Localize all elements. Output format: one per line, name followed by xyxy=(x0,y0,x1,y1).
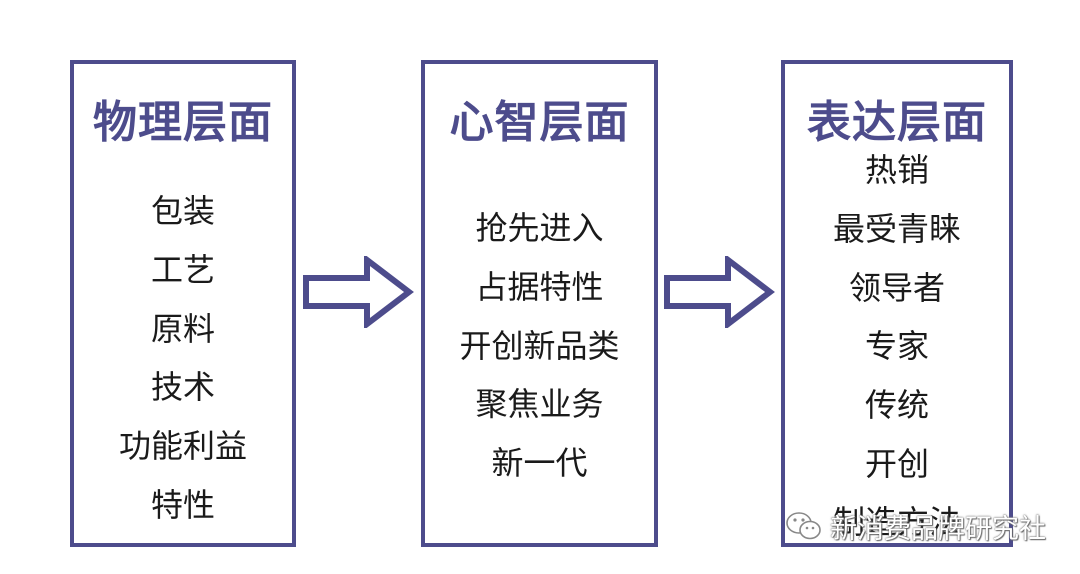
list-item: 技术 xyxy=(150,368,215,406)
list-item: 包装 xyxy=(150,192,215,230)
wechat-icon xyxy=(786,512,821,540)
list-item: 领导者 xyxy=(848,269,945,307)
panel-physical-level: 物理层面 包装 工艺 原料 技术 功能利益 特性 xyxy=(70,60,296,547)
panel-title-mental: 心智层面 xyxy=(449,97,630,148)
list-item: 传统 xyxy=(864,386,929,424)
watermark: 新消费品牌研究社 xyxy=(784,506,1046,546)
list-item: 占据特性 xyxy=(475,268,604,306)
right-arrow-icon xyxy=(303,256,414,328)
list-item: 最受青睐 xyxy=(832,210,961,248)
list-item: 开创 xyxy=(864,445,929,483)
list-item: 功能利益 xyxy=(118,427,247,465)
watermark-text: 新消费品牌研究社 xyxy=(830,513,1046,545)
panel-title-expression: 表达层面 xyxy=(807,97,987,148)
right-arrow-icon xyxy=(664,256,775,328)
list-item: 原料 xyxy=(150,310,215,348)
list-item: 开创新品类 xyxy=(459,327,620,365)
panel-mental-level: 心智层面 抢先进入 占据特性 开创新品类 聚焦业务 新一代 xyxy=(421,60,658,547)
panel-title-physical: 物理层面 xyxy=(93,97,273,148)
list-item: 制造方法 xyxy=(832,503,961,541)
list-item: 新一代 xyxy=(491,444,588,482)
panel-expression-level: 表达层面 热销 最受青睐 领导者 专家 传统 开创 制造方法 xyxy=(781,60,1013,547)
list-item: 抢先进入 xyxy=(475,209,604,247)
list-item: 专家 xyxy=(864,327,929,365)
list-item: 特性 xyxy=(150,486,215,524)
list-item: 工艺 xyxy=(150,251,215,289)
list-item: 聚焦业务 xyxy=(475,385,604,423)
list-item: 热销 xyxy=(864,151,929,189)
